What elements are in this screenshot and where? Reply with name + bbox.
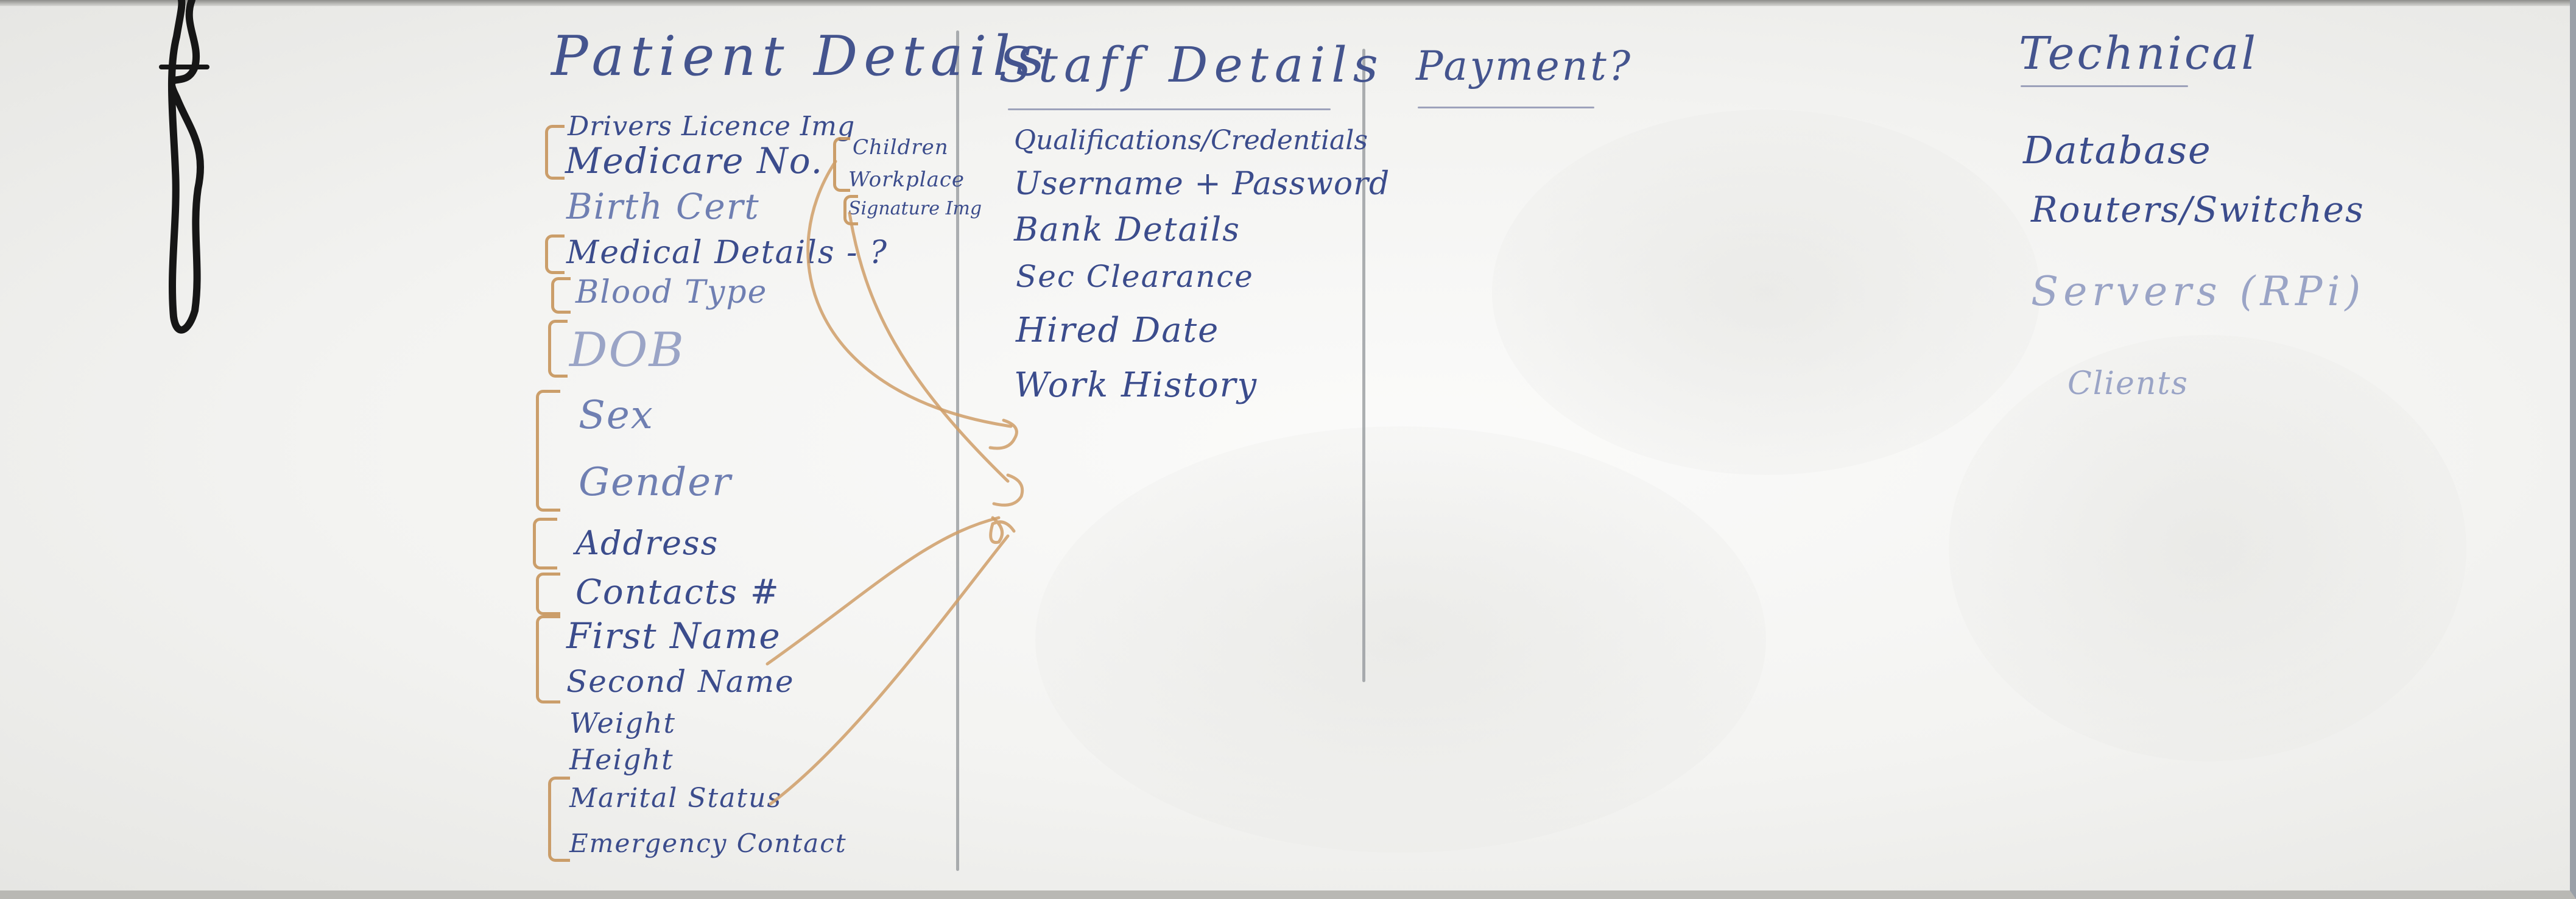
group-bracket <box>533 518 557 569</box>
technical-item: Database <box>2023 128 2212 172</box>
group-bracket <box>551 277 571 314</box>
staff-field: Work History <box>1014 365 1258 405</box>
patient-field: Sex <box>579 393 654 438</box>
group-bracket <box>536 573 560 615</box>
patient-side-note: Workplace <box>848 167 965 192</box>
eraser-smudge <box>1949 335 2466 761</box>
patient-field: Height <box>569 743 674 776</box>
group-bracket <box>548 777 570 862</box>
staff-field: Qualifications/Credentials <box>1014 125 1368 156</box>
patient-field: Weight <box>569 707 677 739</box>
column-divider <box>956 30 959 871</box>
heading-staff-details: Staff Details <box>999 37 1384 93</box>
technical-item: Servers (RPi) <box>2031 268 2366 315</box>
group-bracket <box>536 390 560 512</box>
heading-patient-details: Patient Details <box>551 24 1051 88</box>
patient-field: First Name <box>566 615 781 657</box>
patient-field: Address <box>575 524 719 562</box>
patient-side-note: Signature Img <box>848 198 982 219</box>
connector-arrow <box>769 534 1010 806</box>
eraser-smudge <box>1035 426 1766 853</box>
staff-field: Hired Date <box>1016 311 1220 350</box>
group-bracket <box>536 615 560 703</box>
patient-field: Gender <box>579 460 732 505</box>
technical-item: Routers/Switches <box>2031 189 2365 230</box>
patient-field: Drivers Licence Img <box>568 111 856 142</box>
group-bracket <box>545 234 565 274</box>
patient-field: Contacts # <box>575 573 780 612</box>
connector-arrow <box>765 516 1001 666</box>
patient-side-note: Children <box>853 135 949 160</box>
group-bracket <box>545 125 565 180</box>
heading-underline <box>1008 108 1331 110</box>
eraser-smudge <box>1492 110 2040 475</box>
connector-arrow <box>988 418 1018 450</box>
technical-item: Clients <box>2067 365 2189 402</box>
heading-technical: Technical <box>2019 27 2259 80</box>
patient-field: Medical Details - ? <box>566 234 889 271</box>
patient-field: Second Name <box>566 664 795 699</box>
group-bracket <box>548 320 568 378</box>
heading-underline <box>2021 85 2188 87</box>
connector-arrow <box>806 160 1013 428</box>
patient-field: DOB <box>569 323 685 378</box>
patient-field: Emergency Contact <box>569 828 847 858</box>
column-divider <box>1362 49 1365 682</box>
connector-arrow <box>848 211 1010 483</box>
patient-field: Blood Type <box>575 274 768 311</box>
connector-arrow <box>992 473 1024 507</box>
staff-field: Bank Details <box>1014 210 1240 249</box>
marker-cord <box>167 0 204 334</box>
staff-field: Sec Clearance <box>1016 259 1254 294</box>
heading-underline <box>1418 107 1594 108</box>
patient-field: Birth Cert <box>566 186 760 227</box>
connector-arrow <box>989 516 1016 545</box>
staff-field: Username + Password <box>1014 166 1390 202</box>
patient-field: Medicare No. <box>565 140 824 182</box>
heading-payment: Payment? <box>1416 43 1633 90</box>
patient-field: Marital Status <box>569 783 783 814</box>
